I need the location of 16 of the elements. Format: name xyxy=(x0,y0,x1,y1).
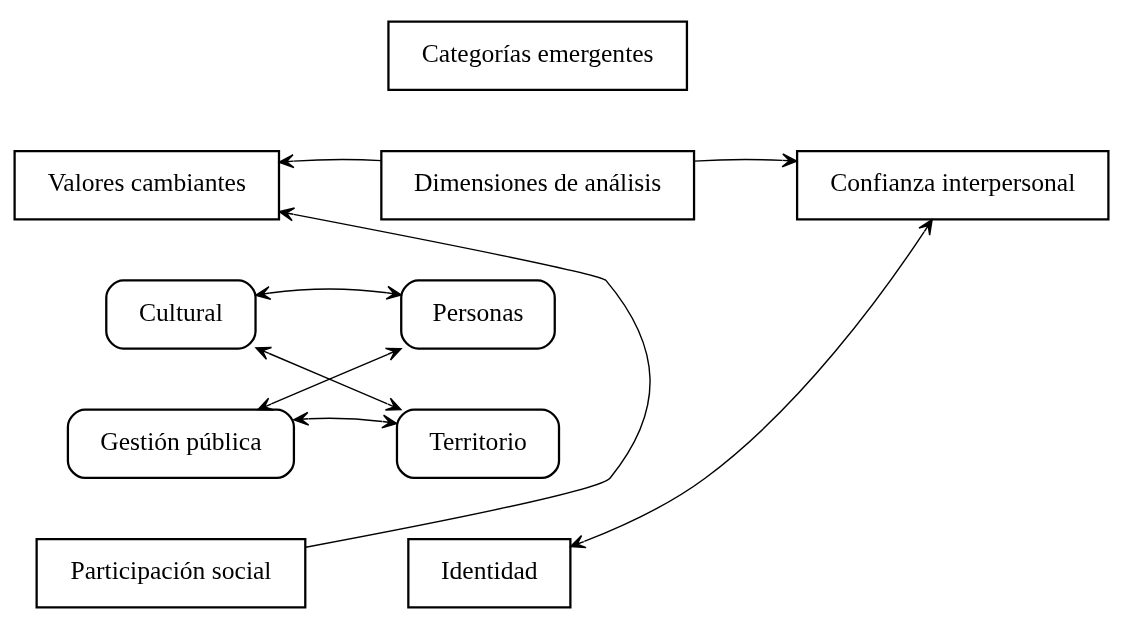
node-box: Gestión pública xyxy=(66,408,296,479)
arrow xyxy=(278,206,651,548)
node-box: Personas xyxy=(400,278,556,350)
node-box: Valores cambiantes xyxy=(13,149,281,220)
node-box: Categorías emergentes xyxy=(387,20,689,91)
node-box: Dimensiones de análisis xyxy=(380,149,696,220)
arrow xyxy=(293,411,398,429)
node-box: Identidad xyxy=(407,537,572,608)
node-box: Confianza interpersonal xyxy=(795,149,1110,220)
node-box: Participación social xyxy=(35,537,307,608)
arrow xyxy=(693,152,798,167)
node-box: Cultural xyxy=(105,278,257,350)
arrow xyxy=(569,218,933,548)
arrow xyxy=(255,285,402,300)
node-box: Territorio xyxy=(395,408,561,479)
arrow xyxy=(278,153,382,168)
